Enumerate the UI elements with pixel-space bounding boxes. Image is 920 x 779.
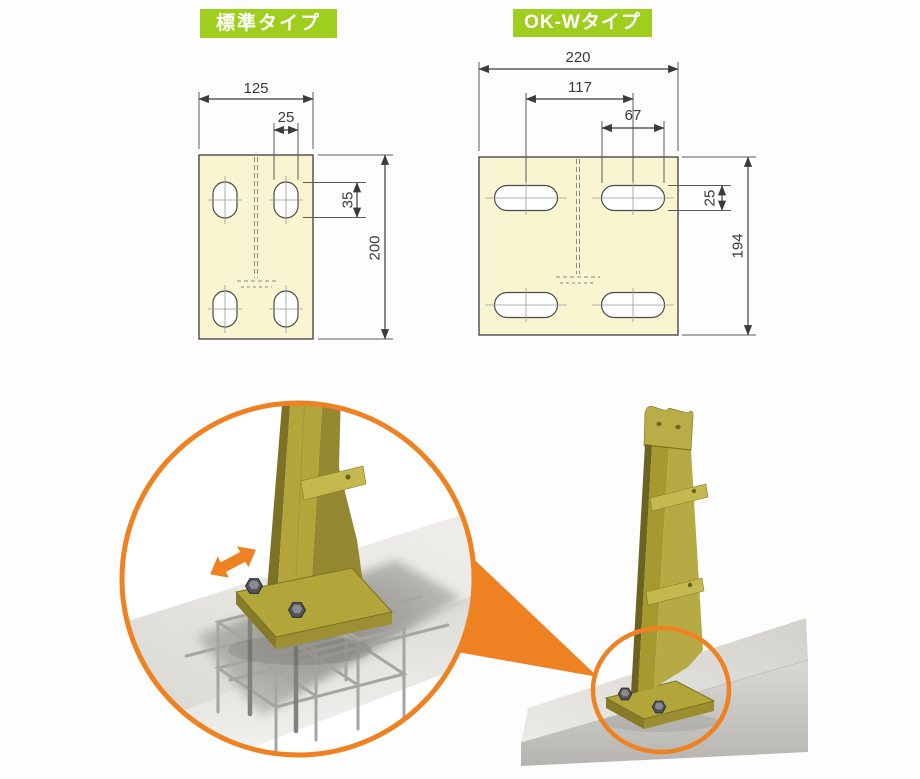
- base-plate-full: [604, 680, 716, 729]
- installation-illustration: [119, 400, 809, 766]
- dim-hole-height: 35: [339, 192, 356, 209]
- dim-hole-width: 25: [278, 109, 295, 126]
- dim-overall-height: 194: [729, 233, 746, 258]
- guardrail-post-full: [631, 405, 709, 694]
- dim-overall-width: 220: [565, 49, 590, 66]
- bracket-hole: [691, 488, 697, 494]
- hole-centerlines: [485, 181, 674, 322]
- anchor-bolt: [617, 687, 633, 701]
- dim-overall-height: 200: [366, 235, 383, 260]
- detail-highlight-ellipse: [590, 625, 732, 755]
- dim-overall-width: 125: [243, 80, 268, 97]
- standard-type-label: 標準タイプ: [200, 9, 337, 38]
- okw-dimensions: [478, 62, 756, 336]
- dim-hole-width: 67: [625, 107, 642, 124]
- okw-type-drawing: 220 117 67 25 194: [478, 49, 756, 336]
- beam-bracket: [300, 465, 367, 501]
- okw-type-label: OK-Wタイプ: [513, 9, 652, 37]
- post-edge-face: [266, 403, 291, 603]
- base-plate-magnified: [235, 567, 393, 649]
- callout-wedge-icon: [440, 527, 598, 677]
- bracket-hole: [656, 421, 662, 427]
- standard-dimensions: [198, 92, 393, 340]
- hole-centerlines: [208, 176, 303, 333]
- magnified-base-detail: [122, 403, 474, 755]
- anchor-bolt: [651, 700, 667, 714]
- bracket-hole: [687, 582, 693, 588]
- post-top-bracket: [643, 405, 694, 451]
- bracket-hole: [675, 424, 681, 430]
- plate-shadow: [228, 635, 372, 665]
- post-on-curb: [520, 405, 809, 766]
- dim-hole-pitch: 117: [568, 79, 592, 96]
- post-outline-hidden-lines: [237, 157, 276, 288]
- double-horizontal-arrow-icon: [210, 546, 256, 578]
- anchor-rods: [247, 612, 299, 734]
- concrete-front-face: [150, 586, 474, 755]
- post-side-face: [311, 403, 363, 599]
- concrete-pocket: [196, 560, 462, 716]
- magnify-circle-icon: [119, 400, 477, 758]
- dim-hole-height: 25: [701, 190, 718, 207]
- anchor-bolt: [288, 602, 306, 618]
- standard-type-drawing: 125 25 35 200: [198, 80, 393, 340]
- bracket-hole: [345, 474, 351, 480]
- post-outline-hidden-lines: [556, 159, 600, 284]
- anchor-bolt: [245, 578, 263, 594]
- guardrail-post-magnified: [266, 403, 367, 603]
